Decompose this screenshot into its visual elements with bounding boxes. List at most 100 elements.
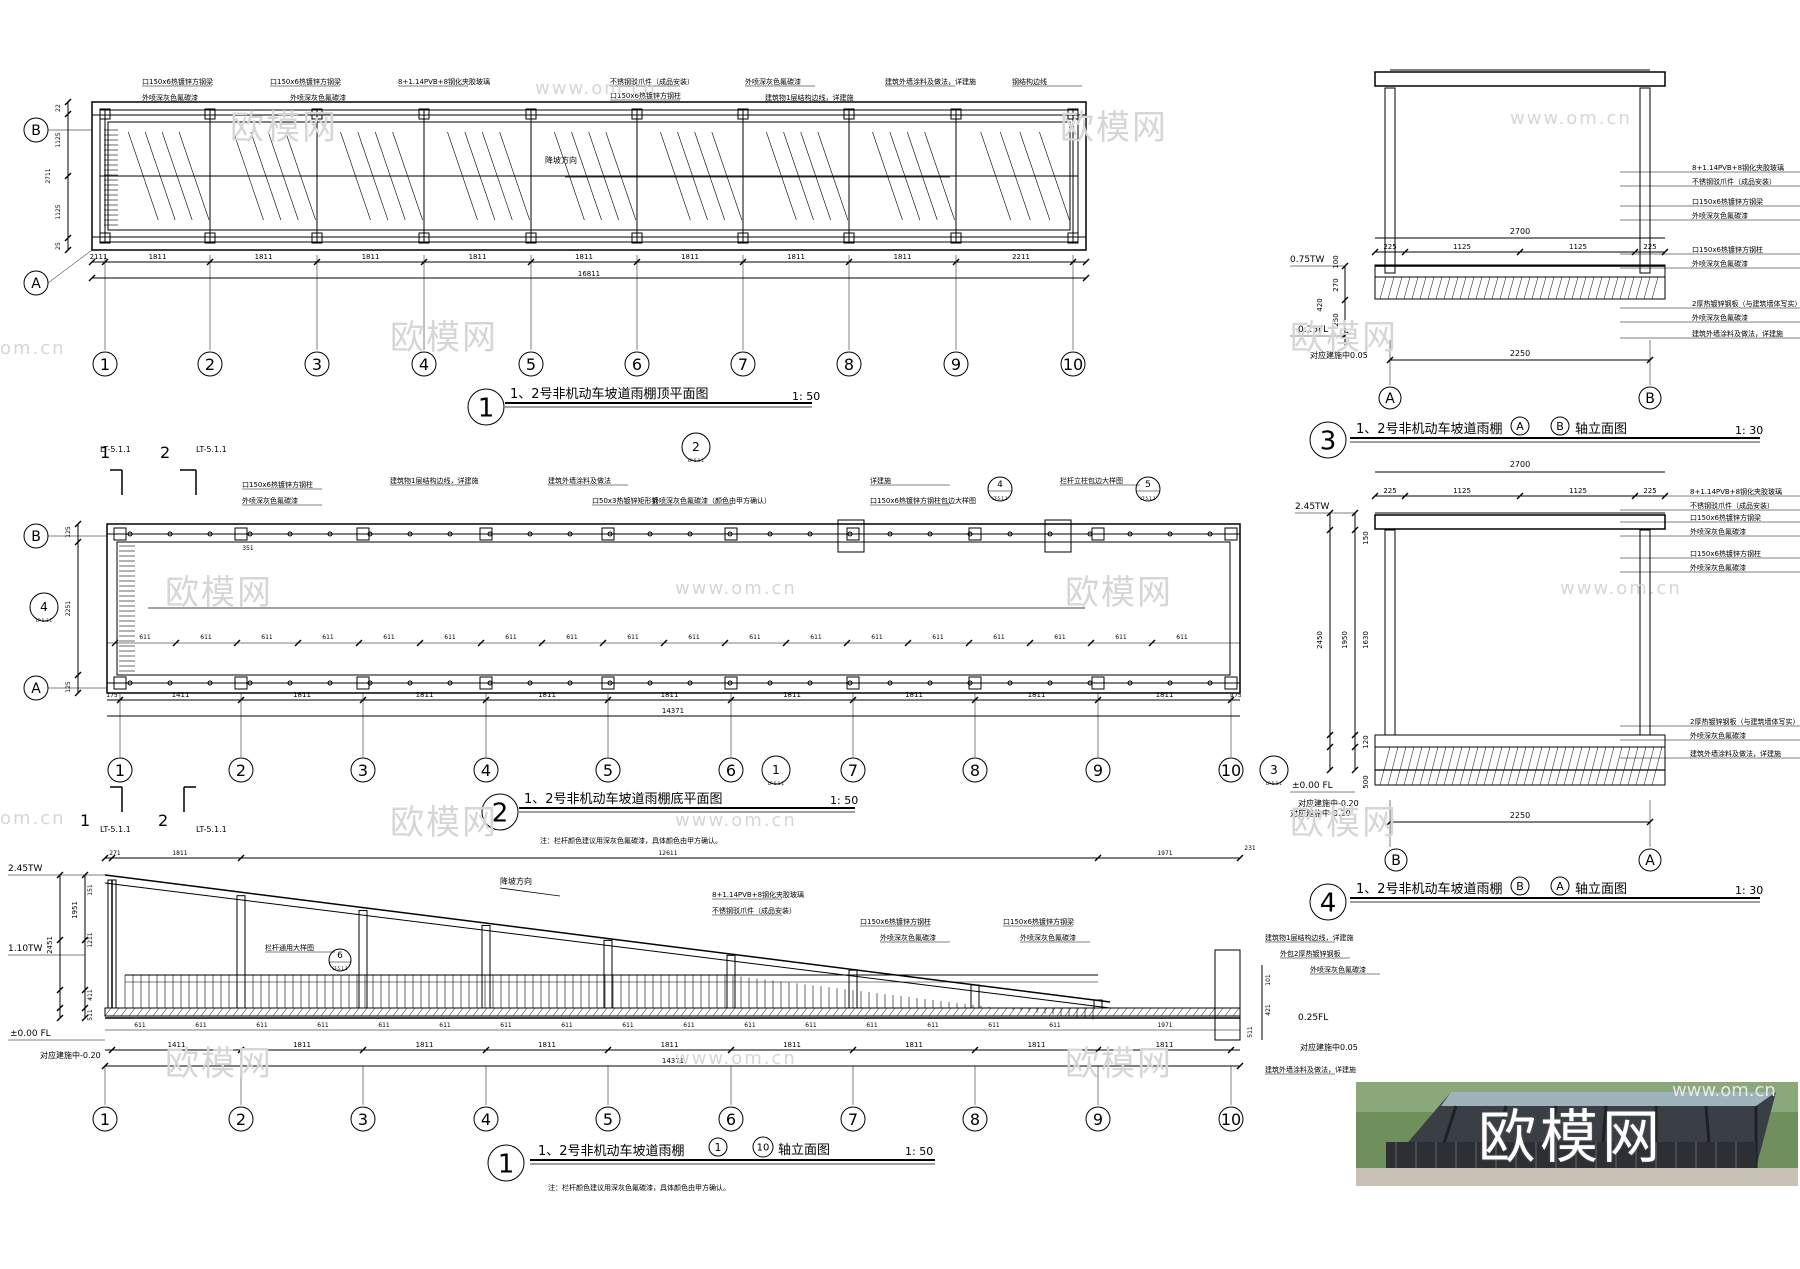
view1-side-dim: 2711 xyxy=(45,168,52,183)
view5-ground-hatch xyxy=(728,1007,736,1017)
view3-title-axis-to-label: B xyxy=(1556,420,1564,433)
view2-post xyxy=(487,531,493,537)
view5-ground-hatch xyxy=(1176,1007,1184,1017)
view2-post xyxy=(527,680,533,686)
view5-ground-hatch xyxy=(896,1007,904,1017)
view2-column xyxy=(1224,527,1238,541)
view2-axis-8-label: 8 xyxy=(970,761,980,780)
view1-glass-hatch xyxy=(924,131,955,221)
view5-ground-hatch xyxy=(1168,1007,1176,1017)
view2-post xyxy=(887,680,893,686)
view5-small-dim: 611 xyxy=(622,1022,634,1029)
view4-base-hatch xyxy=(1571,746,1583,786)
view4-base-hatch xyxy=(1507,746,1519,786)
view5-ground-hatch xyxy=(936,1007,944,1017)
view1-glass-hatch xyxy=(660,131,691,221)
view2-column xyxy=(846,676,860,690)
view4-base-hatch xyxy=(1531,746,1543,786)
view2-column xyxy=(356,676,370,690)
view1-glass-hatch xyxy=(800,131,831,221)
view4-title-number xyxy=(1309,883,1347,921)
view1-glass-hatch xyxy=(694,131,725,221)
view1-glass-hatch xyxy=(340,131,371,221)
dim-tick xyxy=(237,854,245,862)
dim-tick xyxy=(294,639,302,647)
view1-bay-dim: 1811 xyxy=(469,253,487,261)
view3-roof-frame xyxy=(1374,71,1666,87)
dim-tick xyxy=(1351,743,1359,751)
view5-ground-hatch xyxy=(856,1007,864,1017)
view1-axis-b-label: B xyxy=(31,123,41,139)
dim-tick xyxy=(56,1004,64,1012)
view5-title-number-label: 1 xyxy=(498,1149,515,1179)
view5-level: 对应建施中-0.20 xyxy=(40,1050,101,1060)
dim-tick xyxy=(1026,639,1034,647)
view2-post xyxy=(327,680,333,686)
view5-small-dim: 611 xyxy=(866,1022,878,1029)
view2-post xyxy=(607,531,613,537)
view5-ground-hatch xyxy=(1208,1007,1216,1017)
view1-slope-direction-label: 降坡方向 xyxy=(545,155,577,165)
view5-ground-hatch xyxy=(1120,1007,1128,1017)
view2-baluster-dim: 611 xyxy=(566,634,578,641)
view2-column xyxy=(601,527,615,541)
view4-sub-dim: 225 xyxy=(1383,487,1396,495)
view2-baluster-dim: 611 xyxy=(139,634,151,641)
view1-callout-label: 建筑外墙涂料及做法，详建施 xyxy=(885,77,976,86)
view2-baluster-dim: 611 xyxy=(871,634,883,641)
view1-callout-label: 不锈钢驳爪件（成品安装） xyxy=(610,77,694,86)
dim-tick xyxy=(172,639,180,647)
dim-tick xyxy=(1326,743,1334,751)
view2-post xyxy=(847,680,853,686)
view4-base-hatch xyxy=(1611,746,1623,786)
view1-bay-dim: 1811 xyxy=(681,253,699,261)
view5-ground-hatch xyxy=(648,1007,656,1017)
view2-elev-marker-num: 4 xyxy=(40,600,48,614)
view5-ground-hatch xyxy=(624,1007,632,1017)
dim-tick xyxy=(1082,274,1090,282)
view5-small-dim: 611 xyxy=(195,1022,207,1029)
view5-callout-label: 口150x6热镀锌方钢梁 xyxy=(1003,917,1074,926)
view5-ground-hatch xyxy=(656,1007,664,1017)
view2-column xyxy=(356,527,370,541)
view2-section-mark-ref: LT-5.1.1 xyxy=(196,445,227,454)
view5-ground-hatch xyxy=(1192,1007,1200,1017)
view5-ground-hatch xyxy=(560,1007,568,1017)
view5-ground-hatch xyxy=(984,1007,992,1017)
view2-elev-marker xyxy=(681,432,711,462)
view5-ground-hatch xyxy=(272,1007,280,1017)
view5-scale: 1: 50 xyxy=(905,1145,933,1158)
view3-base-hatch xyxy=(1579,276,1587,300)
view2-side-dim: 2251 xyxy=(65,601,72,616)
view2-bay-dim: 1811 xyxy=(1028,691,1046,699)
view4-base-hatch xyxy=(1403,746,1415,786)
view1-axis-3 xyxy=(304,351,330,377)
view4-title-axis-to-label: A xyxy=(1556,880,1564,893)
view5-column xyxy=(481,925,491,1009)
view1-axis-1 xyxy=(92,351,118,377)
view5-ground-hatch xyxy=(448,1007,456,1017)
view5-ground-hatch xyxy=(120,1007,128,1017)
view1-glass-hatch xyxy=(499,131,530,221)
view2-post xyxy=(167,680,173,686)
view3-title-number xyxy=(1309,421,1347,459)
view1-bay-dim: 1811 xyxy=(149,253,167,261)
dim-tick xyxy=(1341,331,1349,339)
view5-bay-dim: 1811 xyxy=(293,1041,311,1049)
view5-ground-hatch xyxy=(1152,1007,1160,1017)
view2-detail-callout-box xyxy=(1044,519,1072,553)
view2-bay-dim: 1811 xyxy=(661,691,679,699)
dim-tick xyxy=(74,538,82,546)
view5-ground-hatch xyxy=(288,1007,296,1017)
view2-bay-dim: 1811 xyxy=(783,691,801,699)
view4-title-number-label: 4 xyxy=(1320,888,1337,918)
view5-ground-hatch xyxy=(616,1007,624,1017)
view2-post xyxy=(207,680,213,686)
view5-ground-hatch xyxy=(200,1007,208,1017)
view2-post xyxy=(647,680,653,686)
view4-base-hatch xyxy=(1379,746,1391,786)
view2-baluster-dim: 611 xyxy=(261,634,273,641)
view2-post xyxy=(967,680,973,686)
view5-ground-hatch xyxy=(1032,1007,1040,1017)
view1-glass-hatch xyxy=(250,131,282,221)
